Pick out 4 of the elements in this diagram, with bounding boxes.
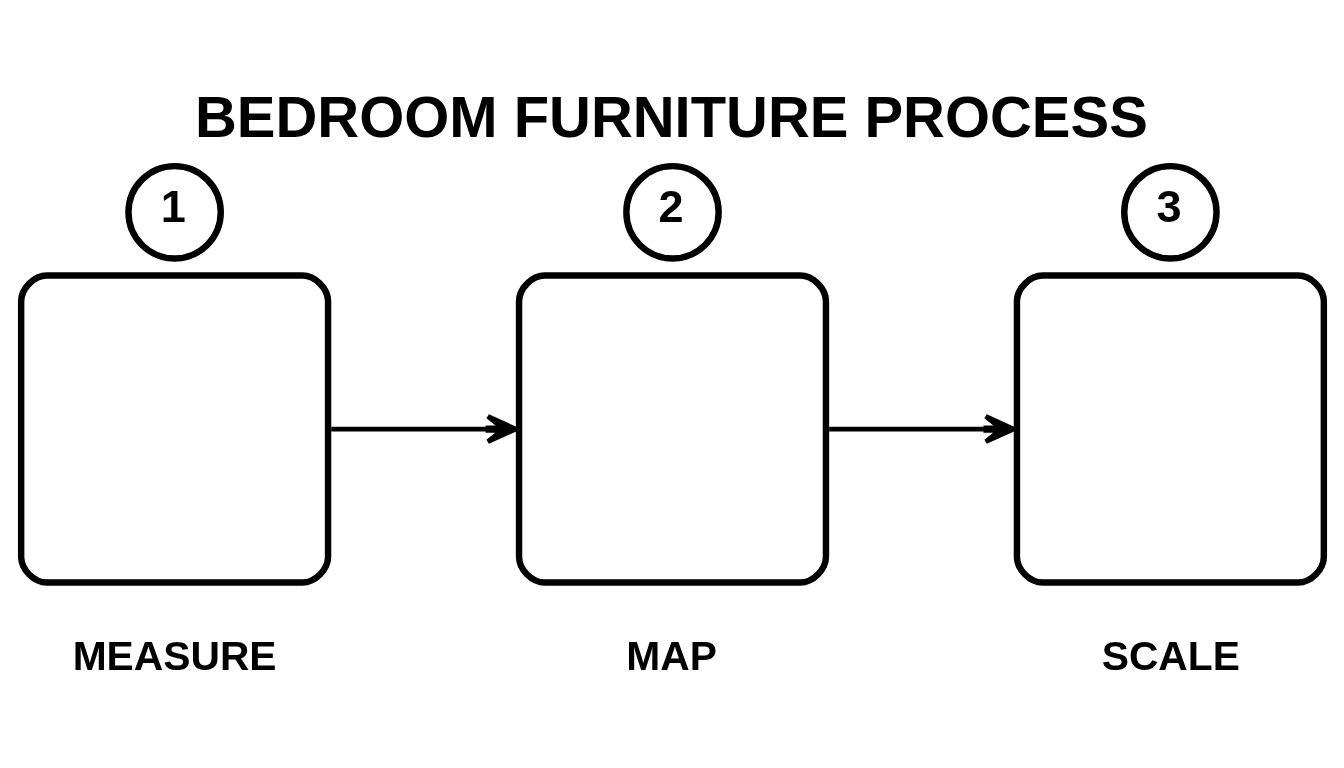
node-label: MAP	[625, 632, 717, 679]
node-label: SCALE	[1101, 632, 1240, 679]
node-label: MEASURE	[72, 632, 277, 679]
diagram-title: BEDROOM FURNITURE PROCESS	[194, 84, 1148, 149]
